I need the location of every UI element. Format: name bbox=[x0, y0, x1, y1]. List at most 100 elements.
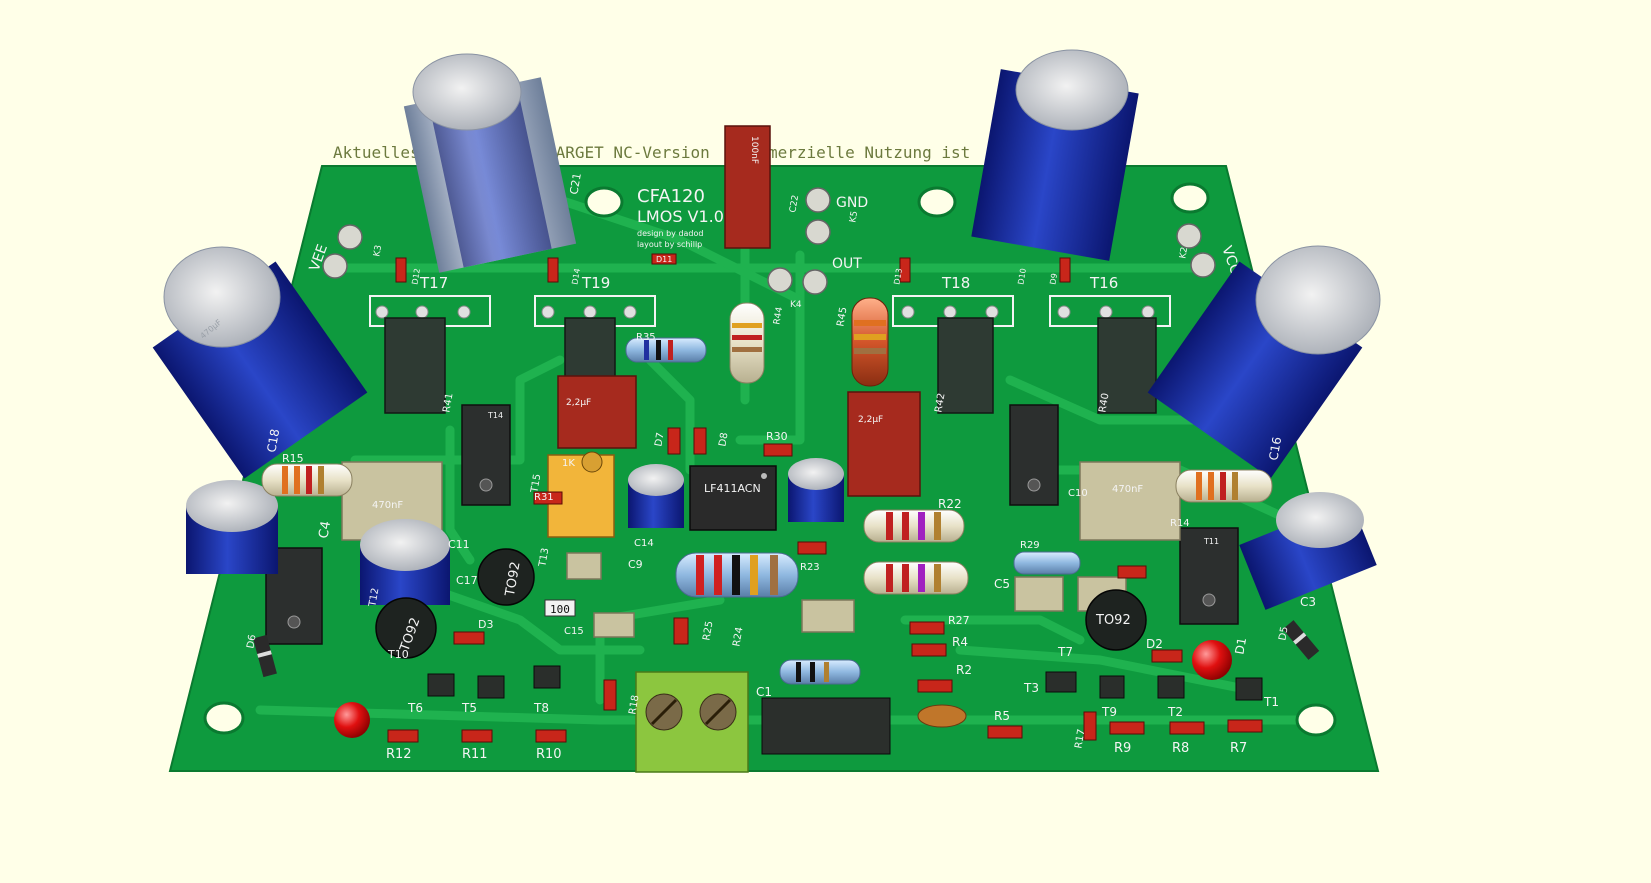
pad bbox=[457, 305, 471, 319]
screw-terminal bbox=[337, 224, 363, 250]
band bbox=[282, 466, 288, 494]
ref-r23: R23 bbox=[800, 562, 820, 573]
cap-r24 bbox=[801, 599, 855, 633]
ref-t9: T9 bbox=[1101, 705, 1117, 719]
cap-c15 bbox=[593, 612, 635, 638]
elko-c17-top bbox=[360, 519, 450, 571]
sot23-t3 bbox=[1045, 671, 1077, 693]
screw-terminal bbox=[767, 267, 793, 293]
ref-r8: R8 bbox=[1172, 741, 1189, 756]
ref-c21: C21 bbox=[567, 172, 584, 196]
ref-d10: D10 bbox=[1016, 268, 1028, 286]
label-out: OUT bbox=[832, 256, 862, 272]
ref-d9: D9 bbox=[1048, 273, 1059, 286]
elko-c16-top bbox=[1255, 245, 1381, 355]
smd-part bbox=[909, 621, 945, 635]
sot23-transistors bbox=[427, 665, 1263, 701]
pad bbox=[623, 305, 637, 319]
ref-r5: R5 bbox=[994, 709, 1010, 723]
pad bbox=[583, 305, 597, 319]
diode-band bbox=[1293, 632, 1307, 645]
ref-c5: C5 bbox=[994, 577, 1010, 591]
smd-part bbox=[603, 679, 617, 711]
band bbox=[306, 466, 312, 494]
ref-r12: R12 bbox=[386, 747, 412, 762]
mosfet-bodies bbox=[384, 317, 1157, 414]
smd-part bbox=[1059, 257, 1071, 283]
pad bbox=[1141, 305, 1155, 319]
resistor-c1-blue bbox=[779, 659, 861, 685]
band bbox=[1232, 472, 1238, 500]
smd-part bbox=[651, 253, 677, 265]
band bbox=[714, 555, 722, 595]
band bbox=[934, 512, 941, 540]
resistor-r45 bbox=[851, 297, 889, 387]
ref-c10: C10 bbox=[1068, 488, 1088, 499]
smd-part bbox=[1227, 719, 1263, 733]
ref-k2: K2 bbox=[1178, 246, 1190, 259]
smd-part bbox=[453, 631, 485, 645]
ref-r22: R22 bbox=[938, 497, 962, 511]
band bbox=[902, 564, 909, 592]
ref-d6: D6 bbox=[245, 634, 258, 650]
ref-c3: C3 bbox=[1300, 595, 1316, 609]
mark-470nf-left: 470nF bbox=[372, 500, 403, 511]
ref-c11: C11 bbox=[448, 538, 470, 551]
ic-pin1-dot bbox=[761, 473, 767, 479]
diode-band bbox=[257, 650, 272, 658]
ref-d3: D3 bbox=[478, 618, 493, 631]
mount-hole bbox=[1295, 703, 1337, 737]
pad bbox=[541, 305, 555, 319]
smd-part bbox=[387, 729, 419, 743]
band bbox=[732, 323, 762, 328]
smd-part bbox=[667, 427, 681, 455]
to92-t7 bbox=[1085, 589, 1147, 651]
cap-470nf-right bbox=[1079, 461, 1181, 541]
band bbox=[1208, 472, 1214, 500]
ref-c14: C14 bbox=[634, 538, 654, 549]
ref-d14: D14 bbox=[570, 268, 582, 286]
band bbox=[886, 512, 893, 540]
sot23-t8 bbox=[533, 665, 561, 689]
elko-right-top bbox=[788, 458, 844, 490]
band bbox=[854, 320, 886, 326]
mark-100nf: 100nF bbox=[749, 136, 759, 164]
band bbox=[810, 662, 815, 682]
smd-part bbox=[1169, 721, 1205, 735]
ref-d5: D5 bbox=[1277, 626, 1290, 642]
ref-t18: T18 bbox=[941, 274, 970, 292]
ref-r45: R45 bbox=[835, 306, 849, 327]
smd-part bbox=[693, 427, 707, 455]
resistor-r44 bbox=[729, 302, 765, 384]
ref-r35: R35 bbox=[636, 332, 656, 343]
smd-part bbox=[917, 679, 953, 693]
mount-hole bbox=[203, 701, 245, 735]
band bbox=[918, 564, 925, 592]
watermark-line2: TARGET NC-Version bbox=[546, 143, 710, 162]
pad bbox=[901, 305, 915, 319]
cap-2u2-left bbox=[557, 375, 637, 449]
mark-2u2-left: 2,2µF bbox=[566, 398, 591, 408]
smd-part bbox=[797, 541, 827, 555]
elko-c3-top bbox=[1276, 492, 1364, 548]
elko-c18-top bbox=[163, 246, 281, 348]
ref-r11: R11 bbox=[462, 747, 488, 762]
board-title: CFA120 bbox=[637, 186, 705, 207]
cap-c5a bbox=[1014, 576, 1064, 612]
elko-c21-wrap bbox=[429, 87, 552, 268]
ref-t3: T3 bbox=[1023, 681, 1039, 695]
smd-part bbox=[1083, 711, 1097, 741]
band bbox=[886, 564, 893, 592]
resistor-bands bbox=[282, 320, 1238, 682]
band bbox=[1220, 472, 1226, 500]
screw-terminal bbox=[1176, 223, 1202, 249]
smd-part bbox=[1151, 649, 1183, 663]
elko-top-right-top bbox=[1015, 49, 1129, 131]
ref-c22: C22 bbox=[788, 194, 801, 213]
cap-100nf-top bbox=[724, 125, 771, 249]
ref-r29: R29 bbox=[1020, 540, 1040, 551]
sot23-t5 bbox=[477, 675, 505, 699]
sot23-t2 bbox=[1157, 675, 1185, 699]
ref-r4: R4 bbox=[952, 635, 968, 649]
board-title-block: CFA120 LMOS V1.0 design by dadod layout … bbox=[637, 186, 724, 249]
